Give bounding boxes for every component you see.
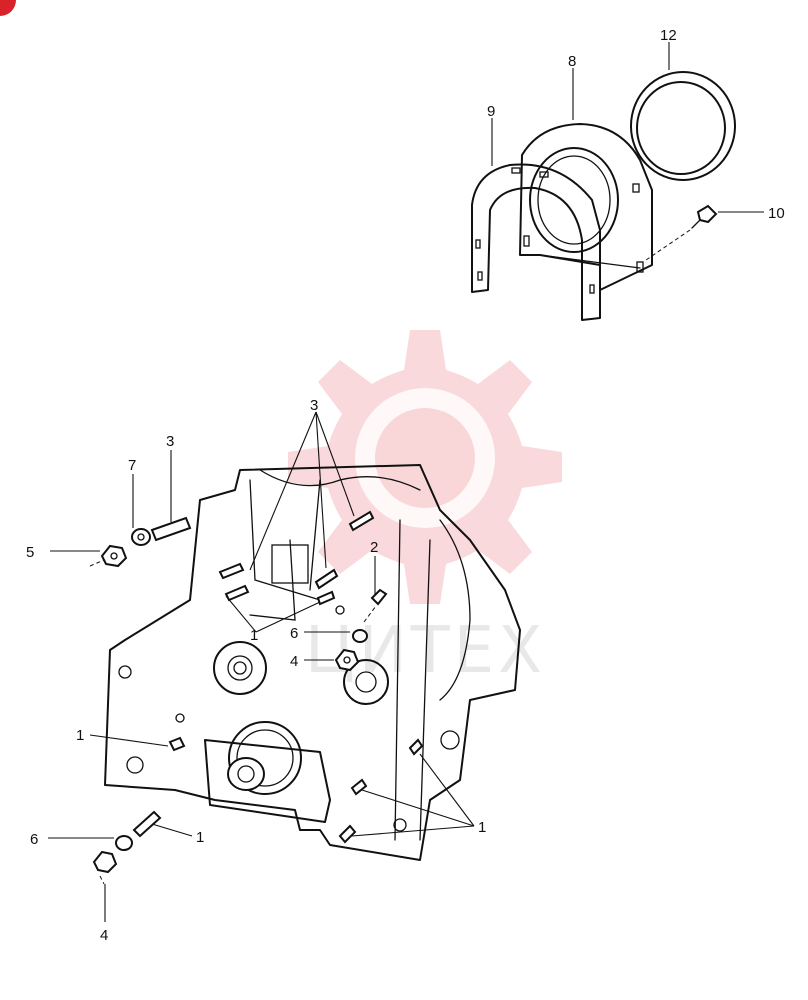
seal-ring-part (630, 71, 736, 181)
fastener-set-middle (334, 588, 388, 672)
label-6-lower: 6 (30, 831, 38, 848)
label-9: 9 (487, 103, 495, 120)
label-4-middle: 4 (290, 653, 298, 670)
label-10: 10 (768, 205, 785, 222)
callout-labels: 12 8 9 10 3 3 7 5 2 1 6 4 1 1 1 6 4 (26, 27, 785, 944)
stud-group (218, 510, 375, 606)
fastener-set-lower-right (338, 738, 424, 844)
label-1-left: 1 (76, 727, 84, 744)
label-7: 7 (128, 457, 136, 474)
label-6-middle: 6 (290, 625, 298, 642)
fastener-set-upper-left (89, 516, 192, 568)
label-1-lower: 1 (196, 829, 204, 846)
timing-cover-part (104, 464, 521, 861)
leader-lines (48, 42, 764, 922)
label-3-stud: 3 (166, 433, 174, 450)
bolt-part-10 (645, 204, 718, 261)
label-3-cluster: 3 (310, 397, 318, 414)
watermark-gear-icon (288, 330, 562, 604)
label-1-right: 1 (478, 819, 486, 836)
label-1-upper: 1 (250, 627, 258, 644)
fastener-set-lower-left (92, 736, 186, 885)
gasket-part (471, 163, 601, 321)
seal-retainer-part (519, 123, 653, 291)
label-5: 5 (26, 544, 34, 561)
label-12: 12 (660, 27, 677, 44)
label-4-lower: 4 (100, 927, 108, 944)
label-8: 8 (568, 53, 576, 70)
corner-marker (0, 0, 16, 16)
label-2: 2 (370, 539, 378, 556)
